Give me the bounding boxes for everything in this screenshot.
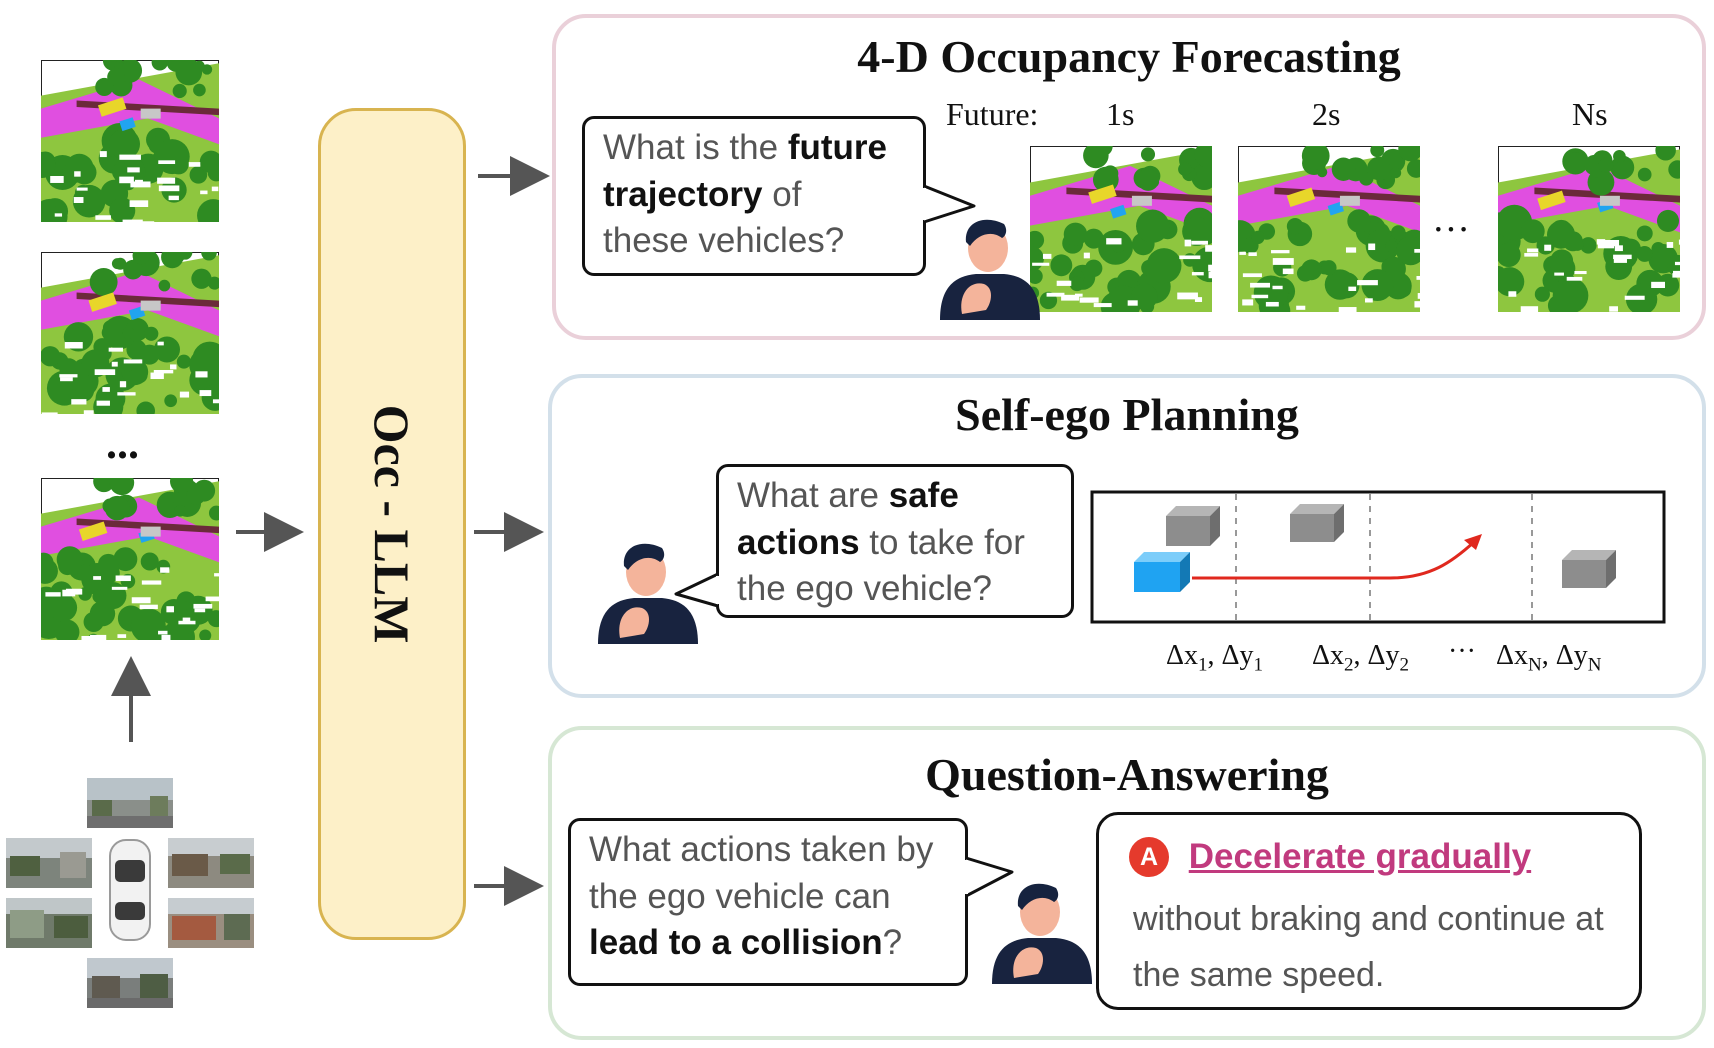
occ-llm-model-block: Occ - LLM — [318, 108, 466, 940]
forecast-q-mid: of — [772, 174, 802, 214]
forecast-q-post: these vehicles? — [603, 221, 845, 261]
waypoint-delta-n: ΔxN, ΔyN — [1496, 640, 1602, 676]
ego-car-topdown — [109, 839, 151, 941]
waypoint-delta-2: Δx2, Δy2 — [1312, 640, 1410, 676]
qa-q-end: ? — [882, 923, 903, 963]
thinking-person-icon-qa — [992, 883, 1092, 984]
camera-front-right — [168, 838, 254, 888]
qa-bubble-tail — [965, 856, 1014, 898]
camera-back-left — [6, 898, 92, 948]
qa-q-line2: the ego vehicle can — [589, 876, 891, 916]
planning-title: Self-ego Planning — [955, 389, 1299, 440]
forecast-question-bubble: What is the future trajectory of these v… — [582, 116, 926, 276]
planning-q-strong2: actions — [737, 522, 860, 562]
planning-q-post: the ego vehicle? — [737, 569, 992, 609]
planning-q-strong1: safe — [888, 476, 959, 515]
occupancy-map-drawing — [1030, 146, 1212, 312]
qa-title: Question-Answering — [925, 749, 1329, 800]
planning-q-pre: What are — [737, 476, 879, 515]
thinking-person-icon-planning — [598, 543, 698, 644]
camera-back — [87, 958, 173, 1008]
camera-front-left — [6, 838, 92, 888]
future-occupancy-ns — [1498, 146, 1680, 312]
forecast-bubble-tail — [923, 184, 976, 224]
future-occupancy-1s — [1030, 146, 1212, 312]
occupancy-map-drawing — [41, 252, 219, 414]
future-time-n: Ns — [1572, 96, 1608, 132]
surround-camera-views — [6, 778, 254, 1008]
forecast-q-pre: What is the — [603, 128, 779, 167]
obstacle-vehicle-2 — [1290, 504, 1344, 542]
obstacle-vehicle-1 — [1166, 506, 1220, 546]
planning-trajectory-box — [1090, 490, 1666, 624]
future-frames-ellipsis: ··· — [1432, 209, 1470, 251]
forecast-q-strong1: future — [787, 128, 887, 167]
qa-answer-headline: A Decelerate gradually — [1129, 835, 1531, 877]
occupancy-map-drawing — [1238, 146, 1420, 312]
future-time-2: 2s — [1312, 96, 1341, 132]
qa-answer-strong: Decelerate gradually — [1188, 836, 1532, 876]
planning-q-mid: to take for — [869, 522, 1025, 562]
qa-q-line1: What actions taken by — [589, 830, 934, 869]
waypoint-delta-1: Δx1, Δy1 — [1166, 640, 1264, 676]
occupancy-input-frame-1 — [41, 60, 219, 222]
input-frames-ellipsis: ... — [106, 419, 139, 468]
trajectory-arrowhead — [1464, 534, 1482, 550]
future-time-1: 1s — [1106, 96, 1135, 132]
future-label: Future: — [946, 96, 1039, 132]
future-occupancy-2s — [1238, 146, 1420, 312]
qa-answer-box: A Decelerate gradually without braking a… — [1096, 812, 1642, 1010]
forecasting-title: 4-D Occupancy Forecasting — [857, 31, 1401, 82]
qa-question-bubble: What actions taken by the ego vehicle ca… — [568, 818, 968, 986]
ego-vehicle — [1134, 552, 1190, 592]
planning-bubble-tail — [674, 572, 719, 608]
waypoint-ellipsis: ··· — [1448, 636, 1476, 667]
thinking-person-icon-forecast — [940, 219, 1040, 320]
qa-answer-rest: without braking and continue at the same… — [1133, 900, 1604, 994]
occupancy-input-frame-current — [41, 478, 219, 640]
camera-front — [87, 778, 173, 828]
occupancy-map-drawing — [41, 60, 219, 222]
planned-trajectory — [1192, 540, 1476, 580]
qa-q-strong: lead to a collision — [589, 923, 883, 963]
planning-question-bubble: What are safe actions to take for the eg… — [716, 464, 1074, 618]
camera-back-right — [168, 898, 254, 948]
occupancy-map-drawing — [41, 478, 219, 640]
occupancy-map-drawing — [1498, 146, 1680, 312]
answer-badge-icon: A — [1129, 836, 1169, 877]
forecast-q-strong2: trajectory — [603, 174, 763, 214]
obstacle-vehicle-3 — [1562, 550, 1616, 588]
occupancy-input-frame-2 — [41, 252, 219, 414]
